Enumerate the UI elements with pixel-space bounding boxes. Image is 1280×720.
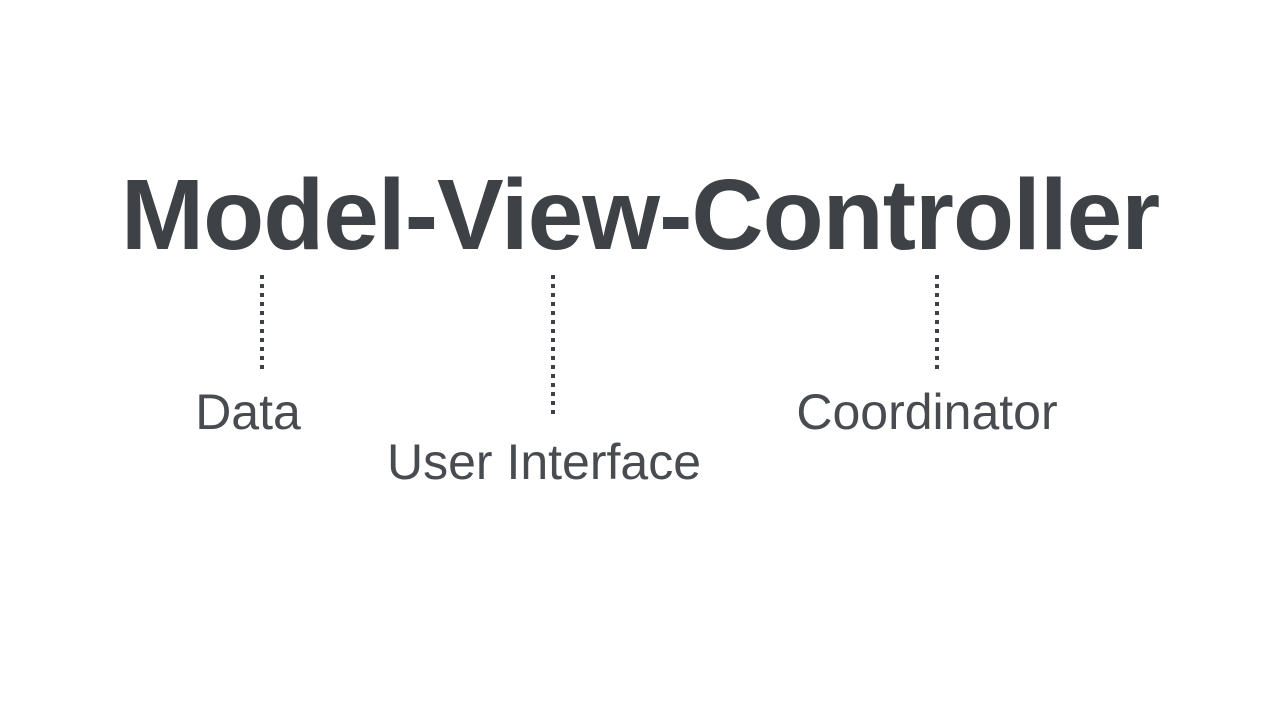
label-model-data: Data (195, 384, 301, 440)
label-view-user-interface: User Interface (386, 434, 702, 490)
connector-line-controller (935, 275, 939, 370)
label-controller-coordinator: Coordinator (796, 384, 1058, 440)
connector-line-model (260, 275, 264, 369)
diagram-title: Model-View-Controller (120, 159, 1160, 271)
connector-line-view (551, 275, 555, 418)
